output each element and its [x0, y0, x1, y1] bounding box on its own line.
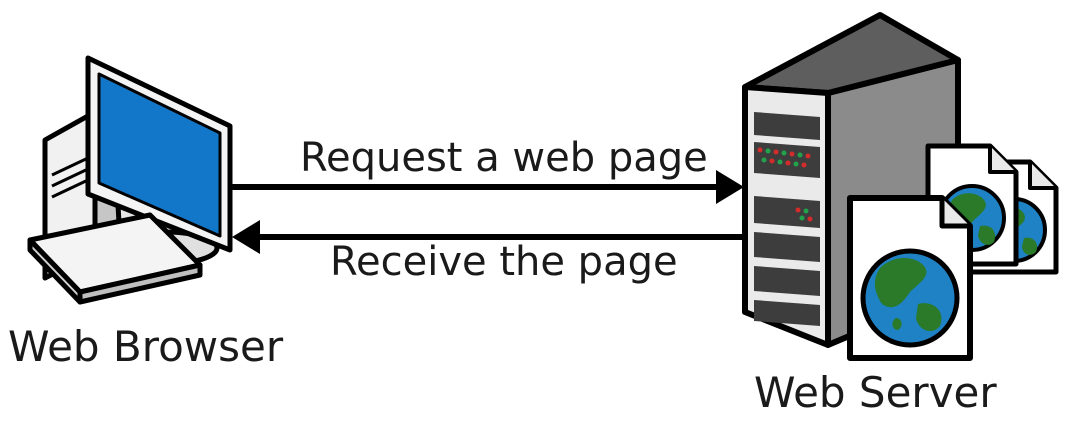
server-front-panel — [754, 112, 820, 326]
desktop-computer-icon — [27, 55, 233, 305]
request-label: Request a web page — [300, 135, 708, 181]
web-browser-label: Web Browser — [8, 322, 284, 371]
arrow-left-icon — [232, 220, 745, 254]
response-label: Receive the page — [330, 239, 678, 285]
web-page-globe-icon — [847, 195, 973, 361]
web-server-label: Web Server — [754, 368, 997, 417]
server-leds — [757, 147, 813, 222]
arrow-right-icon — [230, 170, 744, 204]
